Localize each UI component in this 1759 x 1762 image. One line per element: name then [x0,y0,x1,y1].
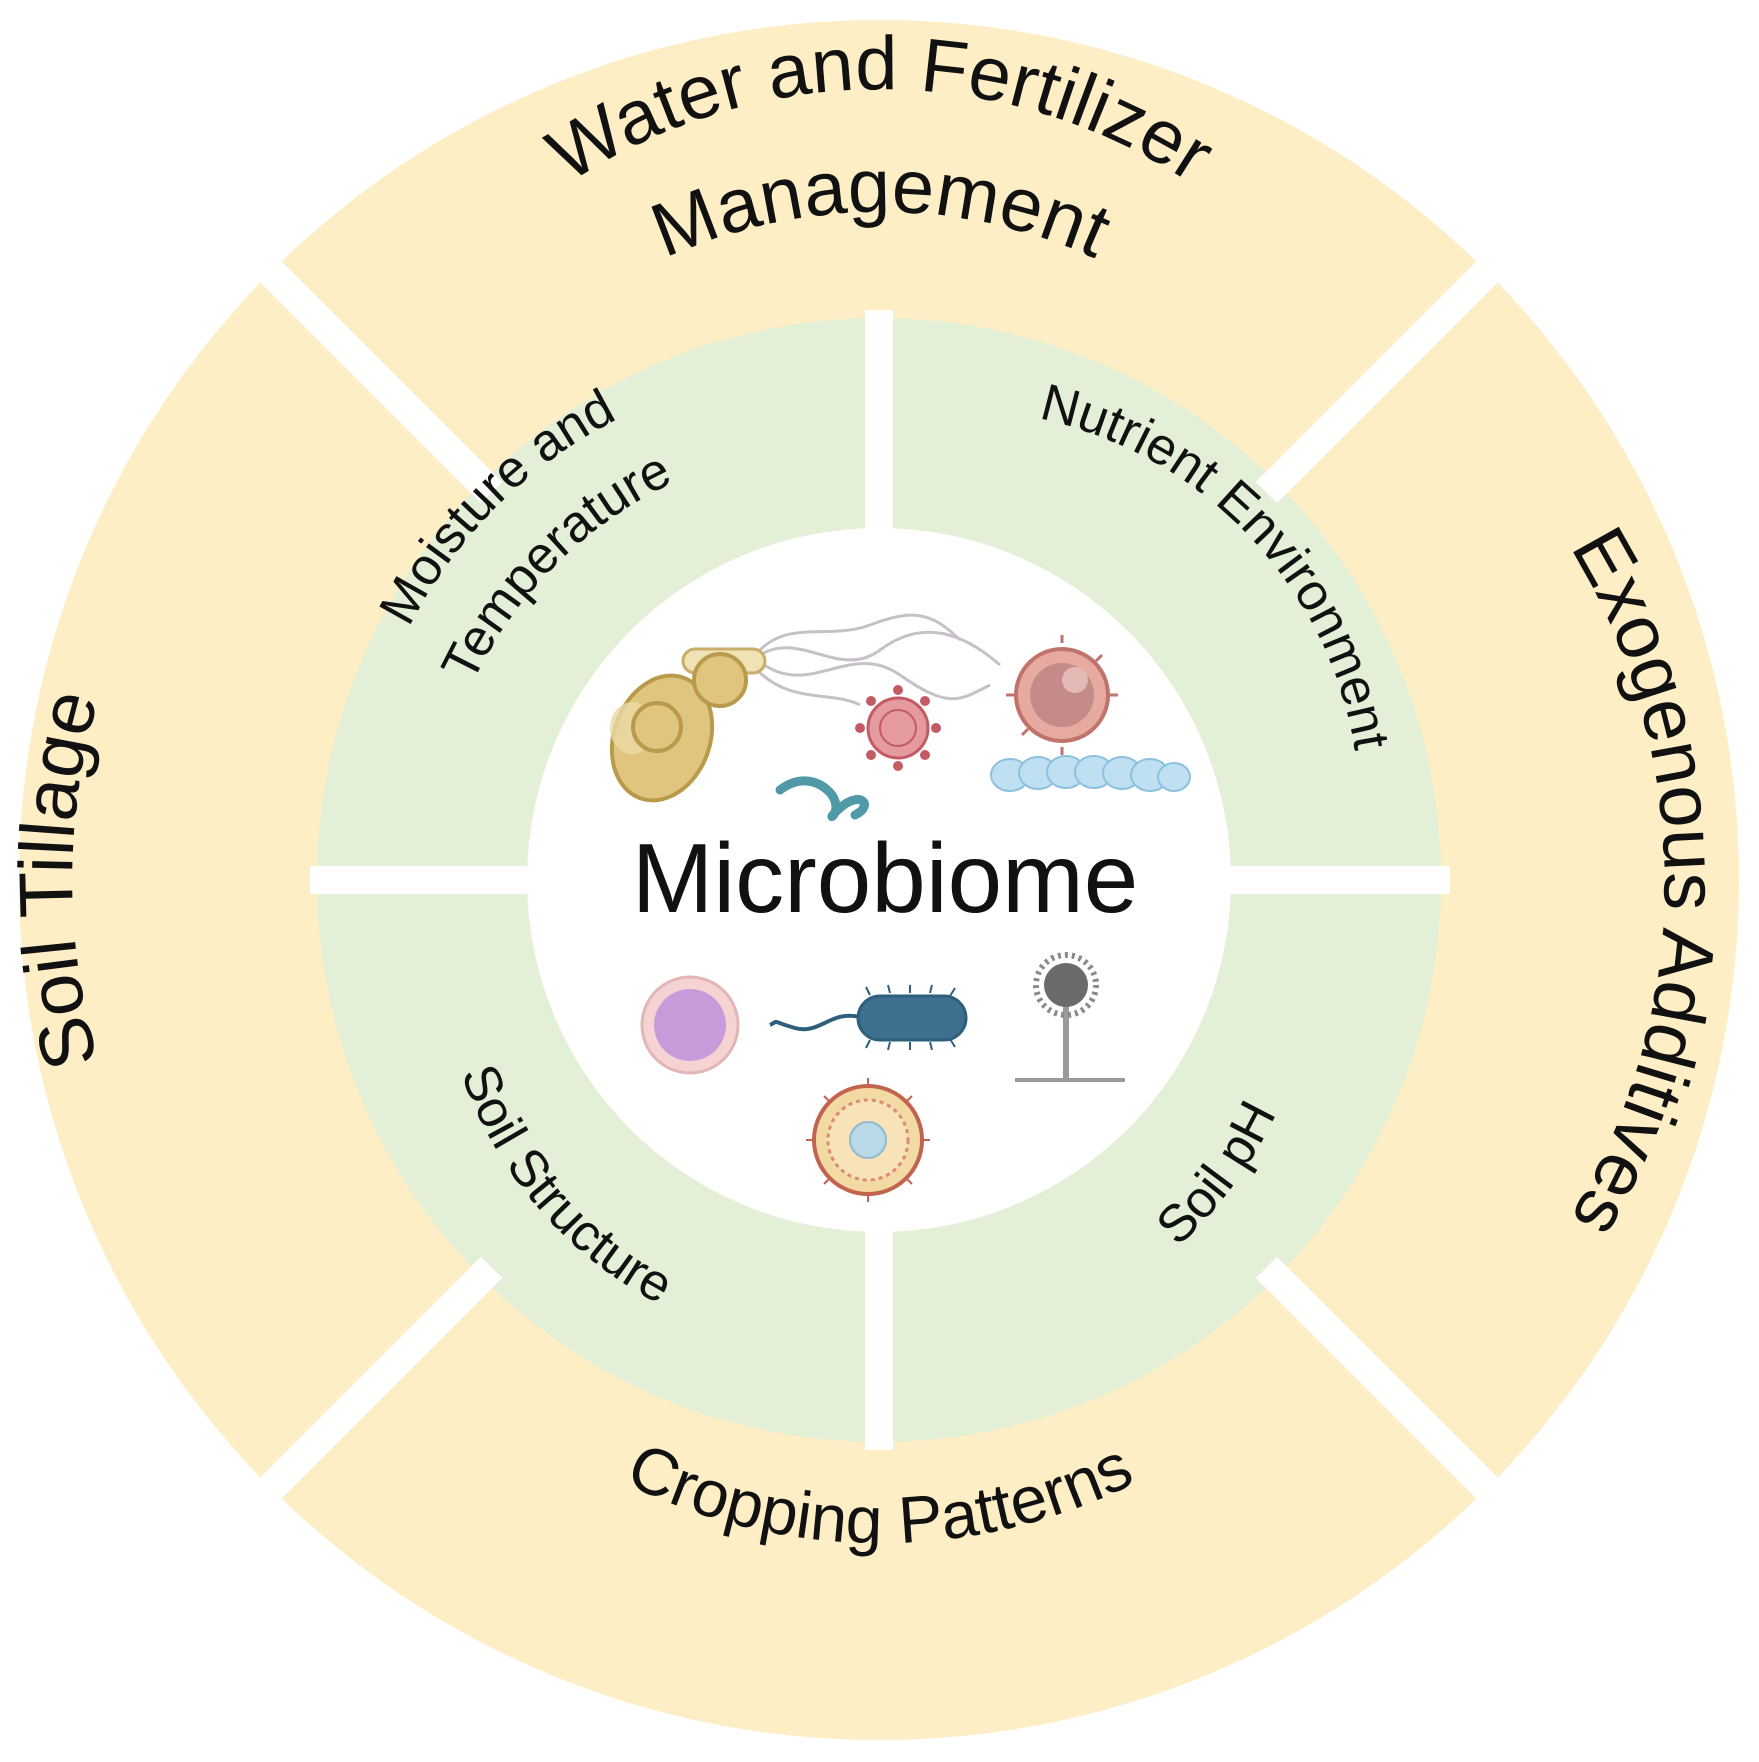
amoeba-cyst-icon [806,1078,930,1202]
center-label: Microbiome [632,823,1138,933]
virus-icon [855,685,941,771]
yeast-cell-icon [609,652,748,803]
rod-bacterium-icon [769,984,968,1051]
helical-bacterium-icon [775,776,869,822]
fungal-spore-icon [1006,635,1118,755]
aspergillus-icon [1015,952,1125,1082]
round-cell-icon [640,975,740,1075]
streptococcus-chain-icon [990,755,1191,792]
